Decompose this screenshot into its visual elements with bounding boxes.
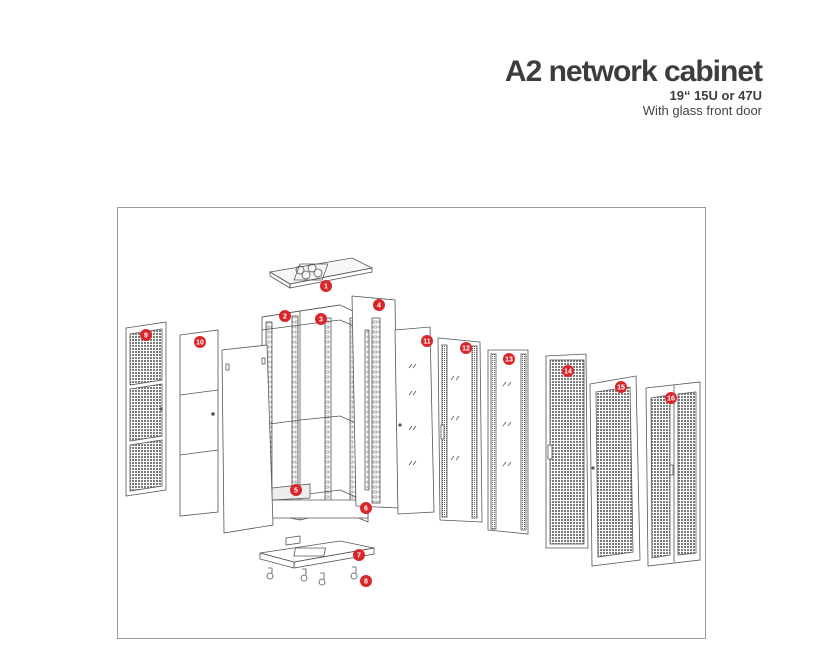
door-16 xyxy=(645,381,701,567)
callout-8: 8 xyxy=(360,575,372,587)
callout-14: 14 xyxy=(562,365,574,377)
callout-12-label: 12 xyxy=(462,346,470,353)
callout-14-label: 14 xyxy=(564,369,572,376)
callout-3: 3 xyxy=(315,313,327,325)
callout-7-label: 7 xyxy=(357,553,361,560)
callout-4-label: 4 xyxy=(377,303,381,310)
cabinet-frame xyxy=(261,304,369,523)
callout-1-label: 1 xyxy=(324,284,328,291)
callout-2-label: 2 xyxy=(283,314,287,321)
door-12 xyxy=(437,337,483,523)
callout-16: 16 xyxy=(665,392,677,404)
callout-11: 11 xyxy=(421,335,433,347)
door-15 xyxy=(589,375,641,567)
callout-15: 15 xyxy=(615,381,627,393)
callout-5: 5 xyxy=(290,484,302,496)
door-9 xyxy=(125,321,167,497)
callout-3-label: 3 xyxy=(319,317,323,324)
callout-13-label: 13 xyxy=(505,357,513,364)
callout-4: 4 xyxy=(373,299,385,311)
callout-8-label: 8 xyxy=(364,579,368,586)
callout-6-label: 6 xyxy=(364,506,368,513)
side-panel-left xyxy=(221,344,274,534)
page-subtitle: 19“ 15U or 47U xyxy=(669,88,763,103)
top-cover xyxy=(268,257,374,289)
callout-10-label: 10 xyxy=(196,340,204,347)
callout-13: 13 xyxy=(503,353,515,365)
callout-2: 2 xyxy=(279,310,291,322)
door-11 xyxy=(394,326,435,515)
callout-9: 9 xyxy=(140,329,152,341)
callout-7: 7 xyxy=(353,549,365,561)
door-14 xyxy=(545,353,589,549)
callout-16-label: 16 xyxy=(667,396,675,403)
title-block: A2 network cabinet 19“ 15U or 47U With g… xyxy=(504,55,763,119)
callout-badges: 1 2 3 4 5 6 7 8 9 10 11 12 13 14 15 16 xyxy=(140,280,677,587)
page-title: A2 network cabinet xyxy=(504,55,763,88)
door-10 xyxy=(179,329,219,517)
callout-10: 10 xyxy=(194,336,206,348)
callout-1: 1 xyxy=(320,280,332,292)
page-description: With glass front door xyxy=(642,103,762,118)
callout-5-label: 5 xyxy=(294,488,298,495)
callout-6: 6 xyxy=(360,502,372,514)
base-plinth xyxy=(259,535,375,569)
casters xyxy=(266,566,358,586)
callout-15-label: 15 xyxy=(617,385,625,392)
door-13 xyxy=(487,349,529,535)
callout-9-label: 9 xyxy=(144,333,148,340)
side-panel-right xyxy=(351,295,399,509)
callout-11-label: 11 xyxy=(423,339,431,346)
diagram-frame xyxy=(117,207,706,639)
callout-12: 12 xyxy=(460,342,472,354)
